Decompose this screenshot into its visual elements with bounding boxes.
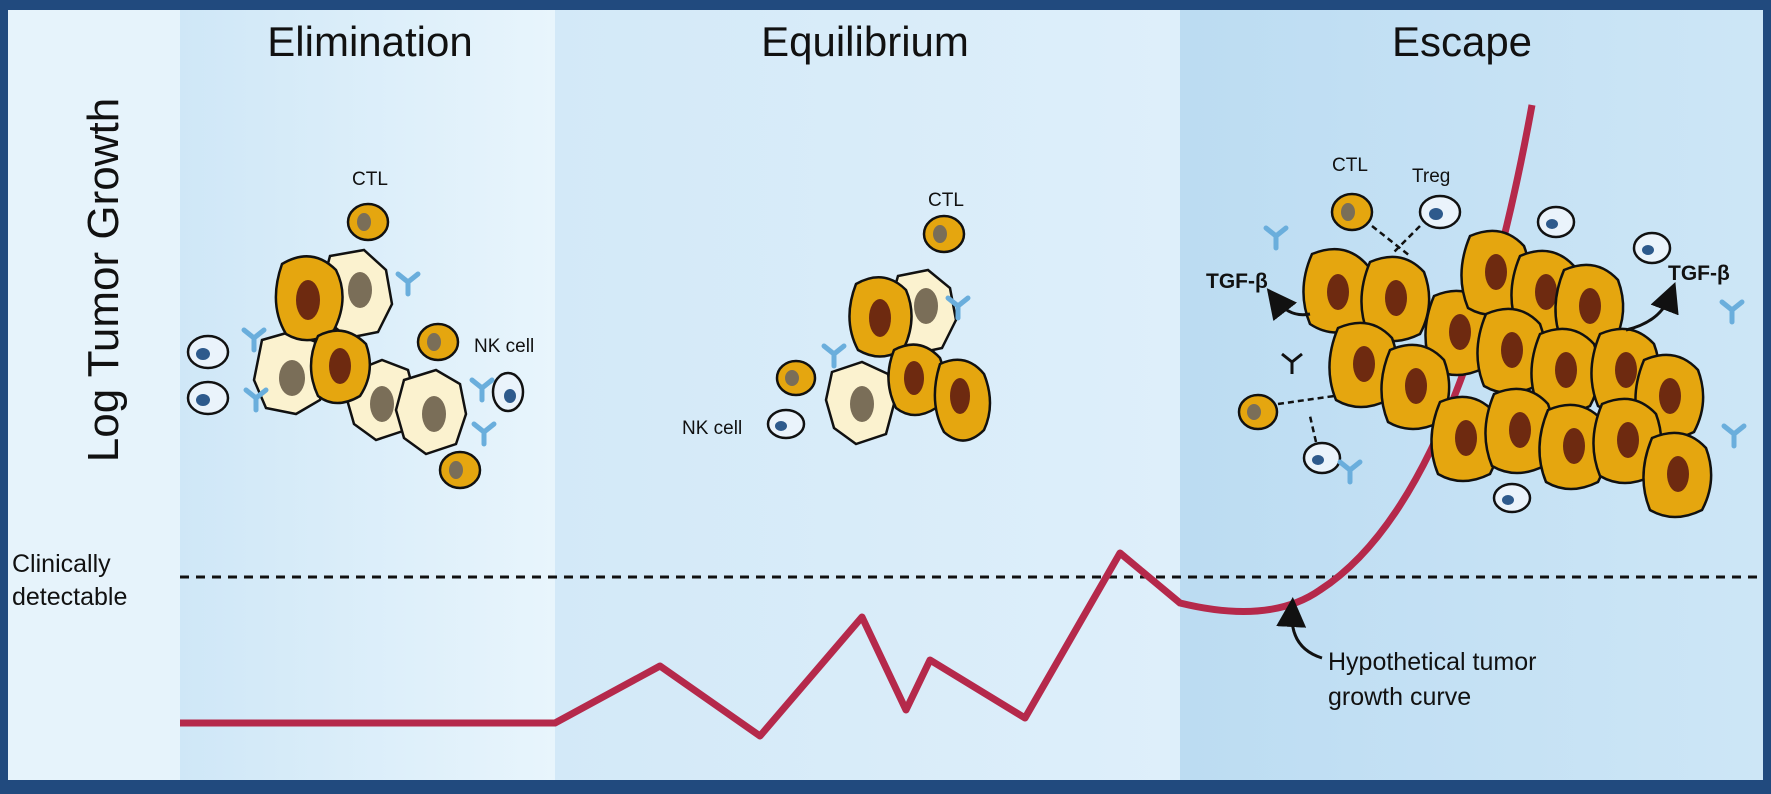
ctl-cell: [1237, 393, 1279, 431]
label-treg: Treg: [1412, 166, 1450, 187]
tumor-cell: [848, 276, 913, 358]
treg-cell: [1536, 205, 1576, 239]
tumor-cell: [309, 329, 372, 405]
label-tgf-beta-right: TGF-β: [1668, 262, 1730, 285]
ctl-cell: [416, 322, 460, 362]
ctl-cell: [1330, 192, 1374, 232]
antibody-icons: [1263, 225, 1747, 485]
tumor-cell: [1530, 327, 1601, 415]
ctl-cell: [346, 202, 390, 242]
label-nk-cell-equilibrium: NK cell: [682, 418, 742, 439]
antibody-icons: [821, 295, 971, 369]
dead-tumor-cell: [394, 368, 468, 456]
phase-title-elimination: Elimination: [267, 18, 472, 65]
antibody-icons: [241, 271, 497, 447]
tumor-cell: [1360, 255, 1431, 343]
dead-tumor-cell: [824, 360, 896, 446]
tumor-cell: [1484, 387, 1555, 475]
tumor-cell: [1642, 431, 1713, 519]
tumor-cell: [1302, 247, 1374, 334]
label-ctl-equilibrium: CTL: [928, 190, 964, 211]
treg-cell: [1492, 482, 1532, 514]
ctl-cell: [922, 214, 966, 254]
tumor-cell: [274, 255, 344, 342]
nk-cell: [766, 408, 806, 440]
phase-title-equilibrium: Equilibrium: [761, 18, 969, 65]
tumor-cell: [1554, 263, 1625, 351]
treg-cell: [1418, 194, 1462, 230]
ctl-cell: [438, 450, 482, 490]
tumor-cell: [1538, 403, 1609, 491]
suppression-lines: [1277, 225, 1421, 443]
y-axis-label: Log Tumor Growth: [79, 98, 128, 462]
nk-cell: [186, 334, 230, 370]
elimination-cell-cluster: CTL NK cell: [186, 169, 534, 490]
label-nk-cell-elimination: NK cell: [474, 336, 534, 357]
phase-title-escape: Escape: [1392, 18, 1532, 65]
tgf-beta-arrow-right: [1625, 282, 1679, 332]
nk-cell: [186, 380, 230, 416]
treg-cell: [1302, 441, 1342, 475]
label-tgf-beta-left: TGF-β: [1206, 270, 1268, 293]
equilibrium-cell-cluster: CTL NK cell: [682, 190, 992, 446]
treg-cell: [1632, 231, 1672, 265]
threshold-label-line2: detectable: [12, 583, 127, 611]
threshold-label-line1: Clinically: [12, 550, 111, 578]
escape-cell-cluster: TGF-β TGF-β CTL Treg: [1206, 155, 1747, 519]
tumor-cell: [933, 358, 992, 442]
annotation-arrow: [1276, 597, 1323, 660]
label-ctl-elimination: CTL: [352, 169, 388, 190]
dead-tumor-cell: [252, 330, 328, 416]
tumor-cell: [1430, 395, 1501, 483]
curve-annotation-line2: growth curve: [1328, 683, 1471, 711]
ctl-cell: [775, 359, 817, 397]
axis-panel: [8, 10, 180, 780]
curve-annotation-line1: Hypothetical tumor: [1328, 648, 1536, 676]
antibody-icon-outline: [1281, 352, 1303, 374]
label-ctl-escape: CTL: [1332, 155, 1368, 176]
nk-cell: [491, 371, 525, 413]
tgf-beta-arrow-left: [1266, 288, 1311, 322]
